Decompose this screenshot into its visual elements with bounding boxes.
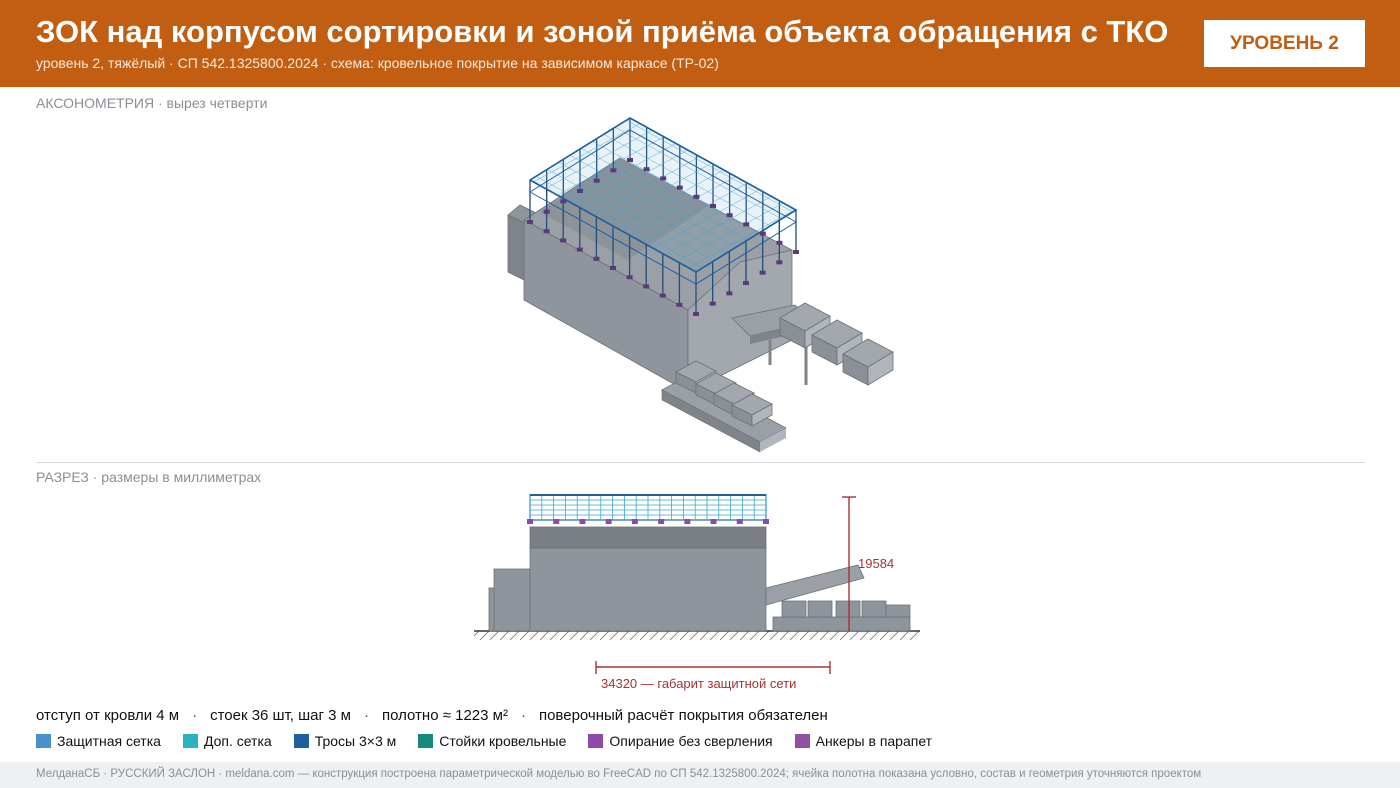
section-anchor	[710, 519, 717, 524]
section-anchor	[658, 519, 665, 524]
post-anchor	[543, 209, 550, 214]
stat-roof-offset: отступ от кровли 4 м	[36, 707, 180, 724]
post-anchor	[576, 247, 583, 252]
post-anchor	[610, 168, 617, 173]
width-dimension-label: 34320 — габарит защитной сети	[601, 676, 797, 691]
post-anchor	[776, 260, 783, 265]
section-illustration	[474, 494, 920, 674]
post-anchor	[643, 167, 650, 172]
stats-row: отступ от кровли 4 м · стоек 36 шт, шаг …	[36, 707, 828, 724]
page-title: ЗОК над корпусом сортировки и зоной приё…	[36, 14, 1169, 49]
post-anchor	[759, 270, 766, 275]
post-anchor	[627, 158, 633, 162]
legend-label: Опирание без сверления	[609, 733, 773, 749]
legend-label: Защитная сетка	[57, 733, 161, 749]
stat-separator: ·	[363, 707, 369, 724]
legend-label: Доп. сетка	[203, 733, 272, 749]
post-anchor	[593, 256, 600, 261]
post-anchor	[693, 194, 700, 199]
post-anchor	[577, 189, 583, 193]
stat-separator: ·	[520, 707, 526, 724]
building-section	[488, 526, 911, 632]
post-anchor	[659, 293, 666, 298]
legend-swatch	[182, 734, 198, 748]
post-anchor	[676, 185, 683, 190]
footer-bar: МелданаСБ · РУССКИЙ ЗАСЛОН · meldana.com…	[0, 762, 1400, 788]
section-divider	[36, 462, 1365, 463]
post-anchor	[693, 312, 699, 316]
footer-text: МелданаСБ · РУССКИЙ ЗАСЛОН · meldana.com…	[36, 768, 1202, 780]
legend-item-extra-net: Доп. сетка	[182, 733, 272, 749]
post-anchor	[660, 176, 667, 181]
legend-item-protective-net: Защитная сетка	[36, 733, 161, 749]
header-bar: ЗОК над корпусом сортировки и зоной приё…	[0, 0, 1400, 87]
post-anchor	[676, 302, 683, 307]
legend-item-no-drill-support: Опирание без сверления	[588, 733, 773, 749]
legend-label: Тросы 3×3 м	[314, 733, 397, 749]
section-anchor	[631, 519, 638, 524]
legend: Защитная сетка Доп. сетка Тросы 3×3 м Ст…	[36, 733, 954, 749]
post-anchor	[793, 250, 799, 254]
legend-item-roof-posts: Стойки кровельные	[418, 733, 566, 749]
post-anchor	[759, 231, 766, 236]
axonometry-label: АКСОНОМЕТРИЯ · вырез четверти	[36, 95, 268, 111]
stat-net-area: полотно ≈ 1223 м²	[381, 707, 508, 724]
post-anchor	[543, 229, 550, 234]
post-anchor	[776, 240, 783, 245]
legend-item-cables: Тросы 3×3 м	[293, 733, 397, 749]
legend-swatch	[794, 734, 810, 748]
protective-net-frame	[527, 117, 799, 316]
section-anchor	[684, 519, 691, 524]
stat-separator: ·	[192, 707, 198, 724]
section-cut-label: РАЗРЕЗ · размеры в миллиметрах	[36, 469, 262, 485]
stat-calc-note: поверочный расчёт покрытия обязателен	[538, 707, 828, 724]
post-anchor	[710, 204, 716, 208]
legend-label: Анкеры в парапет	[815, 733, 933, 749]
post-anchor	[593, 178, 600, 183]
post-anchor	[527, 220, 533, 224]
legend-swatch	[418, 734, 434, 748]
section-anchor	[553, 519, 560, 524]
legend-swatch	[293, 734, 309, 748]
post-anchor	[743, 281, 749, 285]
post-anchor	[610, 266, 616, 270]
section-net-frame	[527, 494, 769, 524]
post-anchor	[709, 301, 716, 306]
axonometry-illustration	[507, 117, 894, 453]
legend-item-parapet-anchors: Анкеры в парапет	[794, 733, 933, 749]
section-anchor	[763, 519, 769, 524]
legend-swatch	[36, 734, 51, 748]
section-anchor	[527, 519, 533, 524]
page-subtitle: уровень 2, тяжёлый · СП 542.1325800.2024…	[36, 55, 719, 71]
stat-posts: стоек 36 шт, шаг 3 м	[210, 707, 351, 724]
level-badge: УРОВЕНЬ 2	[1204, 20, 1365, 67]
dimension-lines	[595, 496, 856, 674]
post-anchor	[560, 238, 567, 243]
post-anchor	[560, 199, 567, 204]
post-anchor	[726, 291, 733, 296]
height-dimension-label: 19584	[858, 556, 895, 571]
post-anchor	[726, 213, 733, 218]
legend-swatch	[588, 734, 604, 748]
post-anchor	[743, 222, 750, 227]
legend-label: Стойки кровельные	[439, 733, 567, 749]
section-anchor	[736, 519, 743, 524]
ground-line	[474, 630, 920, 640]
section-anchor	[579, 519, 586, 524]
post-anchor	[643, 284, 650, 289]
section-anchor	[605, 519, 612, 524]
post-anchor	[626, 275, 633, 280]
